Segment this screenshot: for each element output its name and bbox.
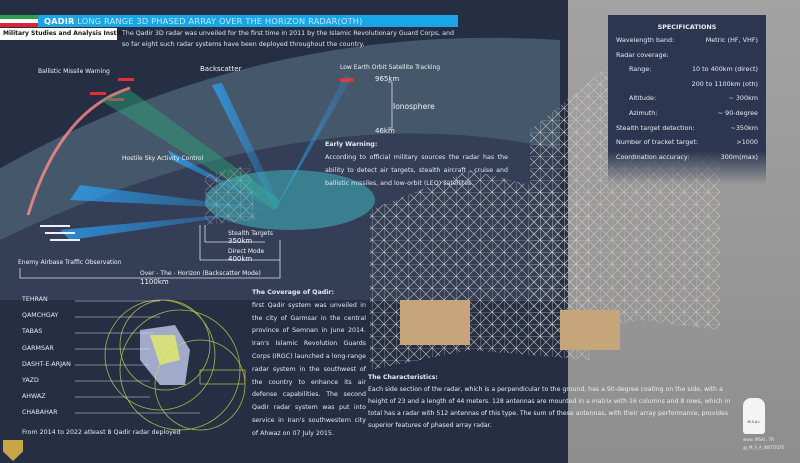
logo-text: M.S.A.I.: [747, 420, 761, 424]
label-965km: 965km: [375, 75, 400, 83]
spec-value: >1000: [736, 138, 758, 147]
spec-value: 300m(max): [720, 152, 758, 161]
city-label: DASHT-E-ARJAN: [22, 360, 71, 368]
intro-text: The Qadir 3D radar was unveiled for the …: [122, 30, 455, 48]
city-label: YAZD: [22, 376, 39, 384]
spec-label: Number of tracket target:: [616, 138, 698, 147]
title-rest: LONG RANGE 3D PHASED ARRAY OVER THE HORI…: [77, 16, 363, 26]
city-label: AHWAZ: [22, 393, 46, 401]
spec-label: Radar coverage:: [616, 50, 669, 59]
label-leo: Low Earth Orbit Satellite Tracking: [340, 64, 441, 71]
spec-value: ~350km: [730, 123, 758, 132]
spec-row: Number of tracket target: >1000: [616, 138, 758, 153]
earth-atmosphere-arc: [0, 37, 560, 241]
city-list: TEHRAN QAMCHGAY TABAS GARMSAR DASHT-E-ARJAN Y…: [22, 296, 71, 426]
footer-handle: @_M_S_A_INSTITUTE: [743, 445, 785, 450]
coverage-title: The Coverage of Qadir:: [252, 289, 335, 296]
airbase-runways: [40, 225, 80, 241]
watermark-shield-logo-icon: [3, 440, 23, 461]
early-warning-section: Early Warning: According to official mil…: [325, 139, 508, 191]
label-backscatter: Backscatter: [200, 65, 242, 73]
spec-row: 200 to 1100km (oth): [616, 80, 758, 95]
spec-label: Azimuth:: [629, 108, 658, 117]
iran-flag-icon: [0, 15, 38, 27]
title-bar: QADIR LONG RANGE 3D PHASED ARRAY OVER TH…: [0, 15, 458, 27]
spec-value: 10 to 400km (direct): [691, 65, 758, 74]
spec-label: Coordination accuracy:: [616, 152, 690, 161]
qadir-radar-towers: [370, 40, 720, 370]
specifications-panel: SPECIFICATIONS Wavelength band: Metric (H…: [608, 15, 766, 185]
title-bold: QADIR: [44, 16, 75, 26]
page-title: QADIR LONG RANGE 3D PHASED ARRAY OVER TH…: [38, 16, 363, 26]
spec-label: Range:: [629, 65, 652, 74]
range-brackets: [19, 81, 393, 279]
city-label: TEHRAN: [22, 296, 48, 303]
spec-label: Altitude:: [629, 94, 657, 103]
spec-row: Wavelength band: Metric (HF, VHF): [616, 36, 758, 51]
characteristics-text: Each side section of the radar, which is…: [368, 386, 731, 429]
spec-label: Wavelength band:: [616, 36, 675, 44]
spec-value: 200 to 1100km (oth): [691, 79, 758, 88]
label-350km: 350km: [228, 237, 253, 245]
spec-row: Stealth target detection: ~350km: [616, 124, 758, 139]
spec-row: Azimuth: ~ 90-degree: [616, 109, 758, 124]
label-direct: Direct Mode: [228, 248, 265, 255]
spec-row: Radar coverage:: [616, 51, 758, 66]
label-ballistic: Ballistic Missile Warning: [38, 68, 110, 75]
city-label: GARMSAR: [22, 344, 54, 352]
city-label: QAMCHGAY: [22, 312, 59, 320]
city-label: TABAS: [22, 328, 43, 336]
label-airbase: Enemy Airbase Traffic Observation: [18, 259, 122, 266]
stealth-grid: [205, 165, 255, 225]
institute-label: Military Studies and Analysis Institute: [0, 28, 133, 40]
spec-value: ~ 90-degree: [717, 108, 758, 117]
spec-row: Range: 10 to 400km (direct): [616, 65, 758, 80]
spec-row: Altitude: ~ 300km: [616, 94, 758, 109]
city-label: CHABAHAR: [22, 409, 58, 417]
msai-logo: M.S.A.I.: [743, 398, 765, 434]
label-ionosphere: Ionosphere: [393, 102, 435, 111]
label-400km: 400km: [228, 255, 253, 263]
label-46km: 46km: [375, 127, 395, 135]
specs-title: SPECIFICATIONS: [657, 23, 717, 31]
label-1100km: 1100km: [140, 278, 169, 286]
characteristics-section: The Characteristics: Each side section o…: [368, 372, 736, 432]
deployed-note: From 2014 to 2022 atleast 8 Qadir radar …: [22, 429, 181, 436]
spec-row: Coordination accuracy: 300m(max): [616, 153, 758, 168]
spec-label: Stealth target detection:: [616, 123, 695, 132]
early-warning-text: According to official military sources t…: [325, 153, 508, 187]
early-warning-title: Early Warning:: [325, 141, 378, 148]
label-stealth: Stealth Targets: [228, 230, 273, 237]
coverage-text: first Qadir system was unveiled in the c…: [252, 301, 366, 437]
spec-value: ~ 300km: [728, 94, 758, 103]
footer-site: www. MSAI . TR: [743, 437, 775, 442]
iran-coverage-map: [75, 299, 246, 431]
label-oth: Over - The - Horizon (Backscatter Mode): [140, 270, 261, 277]
missile-trajectory: [26, 86, 131, 216]
label-hostile: Hostile Sky Activity Control: [122, 155, 204, 162]
characteristics-title: The Characteristics:: [368, 374, 438, 381]
spec-value: Metric (HF, VHF): [705, 36, 758, 44]
coverage-section: The Coverage of Qadir: first Qadir syste…: [252, 287, 366, 441]
